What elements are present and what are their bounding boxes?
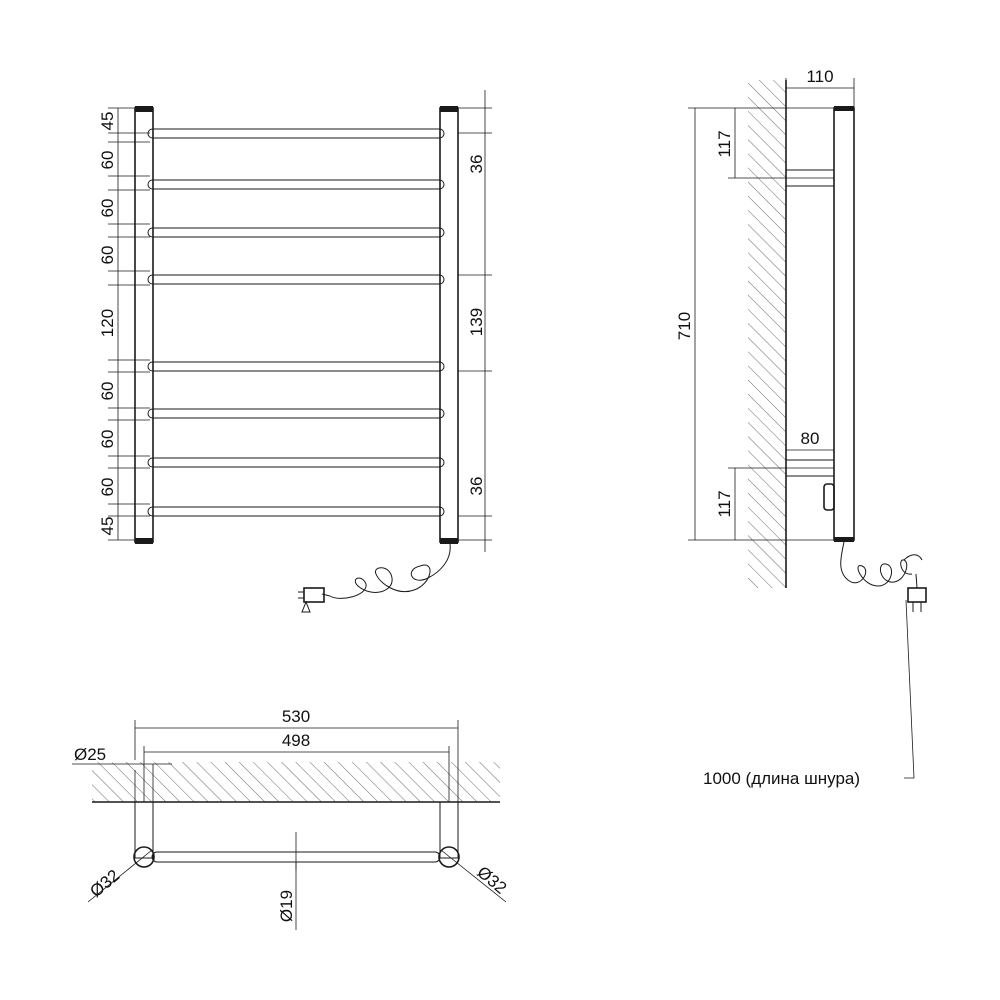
front-view: 45 60 60 60 120 60 60 60 45 36 139 36 (98, 90, 492, 613)
top-view: 530 498 Ø25 Ø32 Ø32 Ø19 (72, 707, 510, 930)
dim-label: 36 (467, 155, 486, 174)
side-cable (840, 541, 927, 612)
plug-icon (303, 587, 325, 603)
dim-label: 110 (806, 67, 833, 86)
dim-label: 498 (282, 731, 310, 750)
side-plug-icon (907, 587, 927, 603)
dim-label: 60 (98, 478, 117, 497)
left-pipe-section (133, 846, 155, 868)
front-rungs (147, 128, 445, 517)
front-left-dimension-chain (108, 107, 150, 541)
front-cable (298, 543, 451, 613)
front-right-dimension-chain (458, 90, 492, 552)
rung (147, 227, 445, 238)
wall-section (748, 80, 786, 588)
rung (147, 457, 445, 468)
dim-label: 530 (282, 707, 310, 726)
top-wall-section (92, 762, 500, 802)
dim-label: Ø32 (473, 863, 510, 898)
dim-label: 60 (98, 199, 117, 218)
dim-label: 45 (98, 112, 117, 131)
dim-label: 117 (715, 490, 734, 517)
right-pipe-section (438, 846, 460, 868)
dim-label: 60 (98, 151, 117, 170)
dim-label: 45 (98, 517, 117, 536)
dim-label: 80 (801, 429, 820, 448)
dim-label: 60 (98, 246, 117, 265)
dim-label: 139 (467, 308, 486, 336)
side-tube (833, 107, 855, 541)
front-left-pipe (134, 107, 154, 543)
rung (147, 408, 445, 419)
dim-label: Ø19 (277, 890, 296, 922)
rung (147, 179, 445, 190)
thermostat-icon (823, 483, 835, 511)
rung (147, 128, 445, 139)
dim-label: 117 (715, 130, 734, 157)
front-right-pipe (439, 107, 459, 543)
dim-label: Ø25 (74, 745, 106, 764)
dim-label: Ø32 (86, 866, 123, 901)
dim-label: 60 (98, 382, 117, 401)
rung (147, 506, 445, 517)
rung (147, 274, 445, 285)
rung (147, 361, 445, 372)
dim-label: 60 (98, 430, 117, 449)
side-view: 110 80 710 117 117 1000 (длина шнура) (675, 67, 927, 788)
dim-label: 120 (98, 309, 117, 337)
dim-label: 36 (467, 477, 486, 496)
cable-length-note: 1000 (длина шнура) (703, 769, 860, 788)
dim-label: 710 (675, 312, 694, 340)
